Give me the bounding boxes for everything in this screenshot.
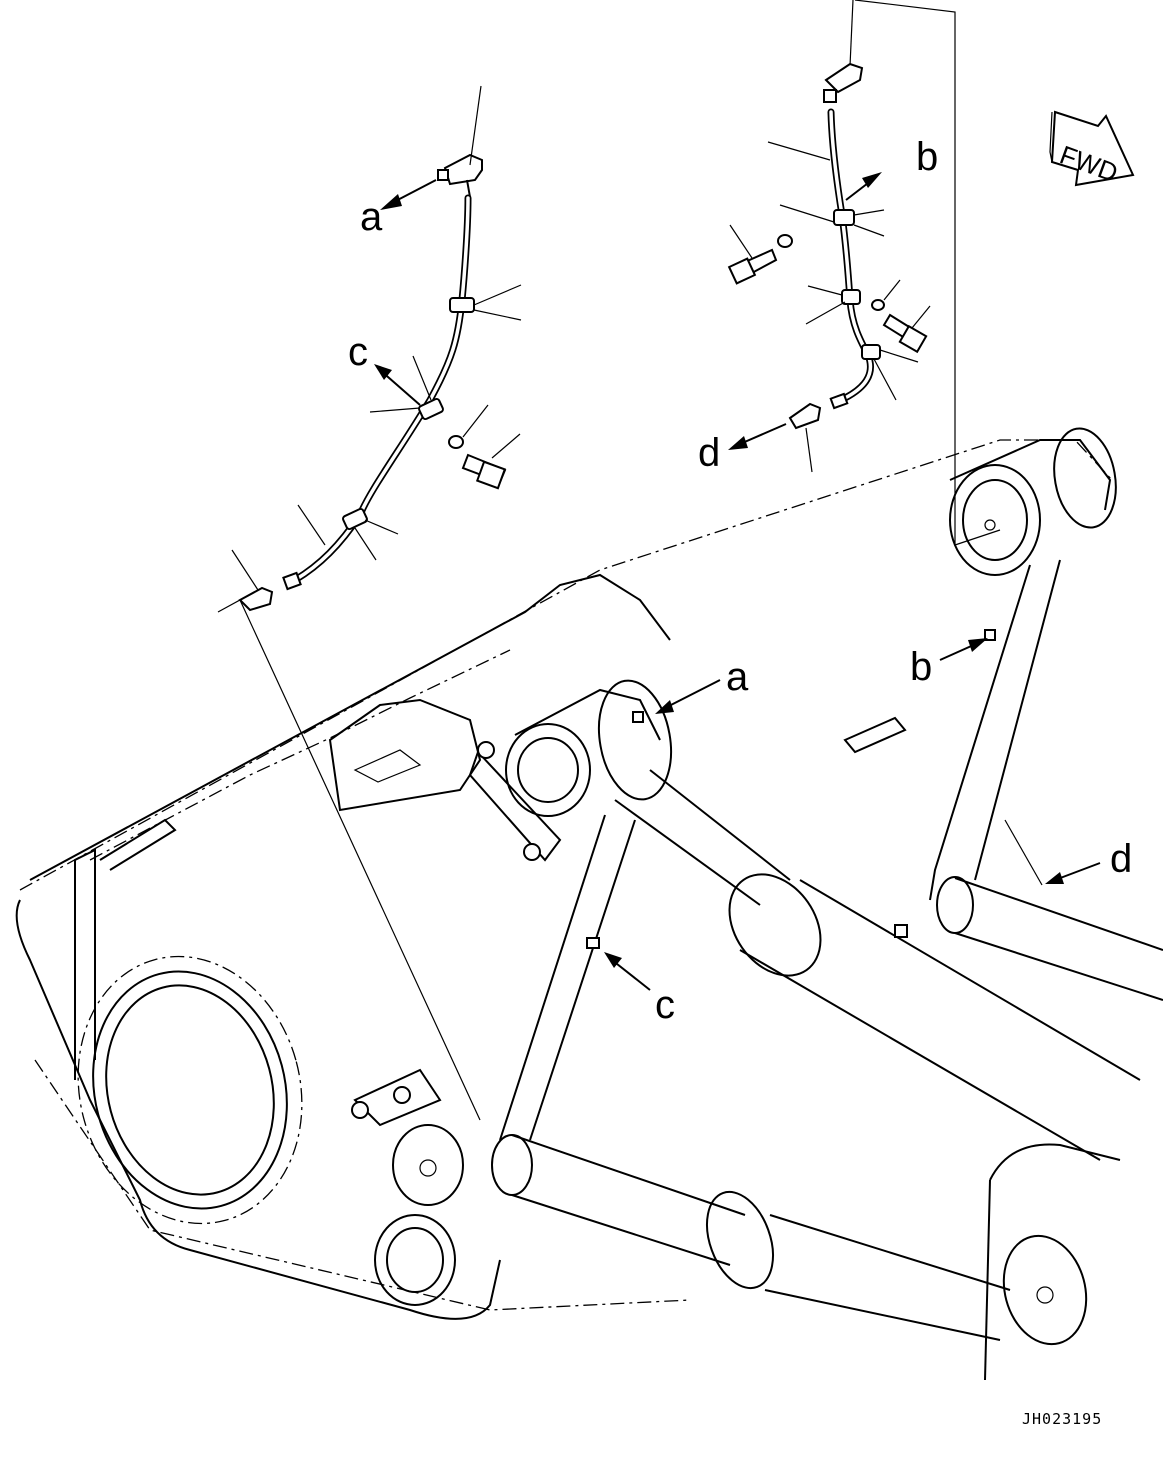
lift-arm-frame: [15, 427, 1163, 1381]
clamp-1: [449, 297, 475, 313]
left-bolt: [461, 433, 521, 490]
right-hose-assembly: b d: [698, 0, 1001, 546]
grease-point-a: [632, 711, 644, 723]
center-pivot-boss: [505, 679, 673, 817]
callout-b-upper: b: [845, 135, 938, 201]
callout-c-lower: c: [604, 952, 675, 1027]
grease-point-c: [586, 937, 600, 949]
right-elbow-fitting: [823, 62, 864, 103]
right-bolt-1: [727, 224, 778, 285]
right-clamp-3: [861, 344, 881, 360]
callout-a-upper: a: [360, 179, 437, 239]
left-pivot-hub: [77, 955, 303, 1225]
right-clamp-1: [833, 209, 855, 226]
reference-line-left: [217, 599, 481, 1121]
callout-b-upper-label: b: [916, 135, 938, 179]
grease-point-d: [894, 924, 908, 938]
right-washer-1: [777, 234, 793, 248]
lower-left-pivot: [374, 1214, 456, 1306]
callout-d-upper-label: d: [698, 431, 720, 475]
callout-d-lower: d: [1004, 819, 1132, 886]
callout-a-lower: a: [655, 655, 749, 714]
left-elbow-fitting: [437, 85, 483, 198]
right-grease-fitting: [788, 392, 849, 473]
callout-c-upper: c: [348, 330, 421, 406]
callout-c-upper-label: c: [348, 330, 368, 374]
left-washer: [448, 435, 464, 449]
upper-cylinder: [614, 769, 1141, 1161]
left-hose-assembly: a c: [231, 85, 522, 612]
clamp-3: [342, 507, 368, 531]
right-pivot-boss: [949, 427, 1117, 576]
lower-right-pivot: [984, 1143, 1121, 1381]
right-washer-2: [871, 299, 885, 311]
lower-cylinder: [491, 1134, 1011, 1341]
left-grease-fitting: [231, 549, 302, 612]
right-cylinder: [936, 876, 1163, 1001]
clamp-2: [418, 397, 444, 421]
callout-c-lower-label: c: [655, 983, 675, 1027]
callout-a-lower-label: a: [726, 655, 749, 699]
drawing-code: JH023195: [1022, 1410, 1102, 1428]
callout-d-lower-label: d: [1110, 837, 1132, 881]
callout-b-lower-label: b: [910, 645, 932, 689]
callout-a-upper-label: a: [360, 195, 383, 239]
fwd-label: FWD: [1056, 139, 1122, 187]
right-clamp-2: [841, 289, 861, 305]
fwd-arrow-icon: FWD: [1049, 110, 1135, 188]
callout-b-lower: b: [910, 638, 988, 689]
grease-point-b: [984, 629, 996, 641]
callout-d-upper: d: [698, 423, 787, 475]
right-bolt-2: [882, 305, 931, 354]
